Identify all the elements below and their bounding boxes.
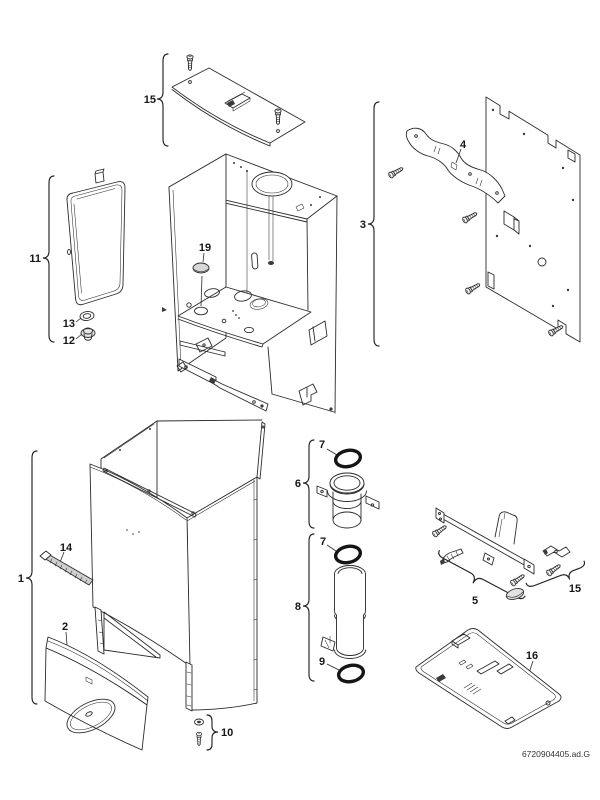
bottom-flap-group: [44, 631, 149, 751]
brand-nameplate: [43, 553, 94, 586]
brace-1: [25, 450, 38, 705]
o-ring-9: [336, 663, 366, 684]
small-mark: [162, 307, 167, 312]
nameplate-group: [39, 550, 94, 586]
case-right-side: [186, 476, 258, 711]
back-panel-group: [367, 96, 581, 347]
callout-3: 3: [360, 219, 366, 231]
inner-door-panel: [66, 181, 126, 306]
grommet-cap-19: [192, 262, 210, 274]
screw-10: [195, 731, 203, 746]
callout-7a: 7: [319, 439, 325, 451]
callout-9: 9: [319, 656, 325, 668]
callout-15-top-panel: 15: [144, 94, 156, 106]
brace-10: [206, 714, 219, 751]
brace-15: [156, 53, 169, 147]
callout-16: 16: [526, 650, 538, 662]
callout-labels: 15 19 3 4 11 13 12 1 14 2 10 7 6 7 8 9 5…: [18, 94, 581, 739]
screw-kit-group: [194, 714, 219, 751]
brace-6: [302, 439, 315, 529]
washer-13: [79, 310, 95, 322]
document-number: 6720904405.ad.G: [522, 749, 590, 759]
callout-2: 2: [62, 621, 68, 633]
rail-strap: [494, 511, 518, 545]
brace-3: [367, 101, 380, 347]
mounting-rail-group: [431, 507, 535, 600]
callout-7b: 7: [320, 536, 326, 548]
fixing-clip: [542, 545, 571, 558]
brace-11: [42, 175, 55, 343]
fixing-clip-group: [505, 545, 586, 600]
o-ring-7b: [333, 544, 363, 565]
callout-1: 1: [18, 573, 24, 585]
bottom-flap: [44, 647, 148, 751]
callout-6: 6: [295, 478, 301, 490]
grommet-12: [80, 328, 96, 338]
bottom-tray-group: [415, 628, 562, 729]
chassis-mid-tray: [177, 286, 312, 345]
callout-4: 4: [460, 139, 467, 151]
grommet-19-group: [192, 252, 210, 307]
callout-11: 11: [29, 253, 41, 265]
callout-15b: 15: [569, 583, 581, 595]
screw-5a: [431, 523, 449, 539]
chassis-left-wall: [168, 153, 227, 372]
top-panel-group: [156, 53, 306, 147]
o-ring-7a: [333, 448, 363, 469]
flue-adaptor-group: [302, 439, 380, 529]
bottom-tray: [415, 628, 562, 729]
case-front-panel: [89, 463, 191, 667]
top-panel: [171, 67, 306, 144]
flue-extension-group: [302, 533, 366, 684]
screw-5b: [509, 572, 527, 588]
chassis-bottom-rail: [178, 358, 269, 412]
rail-end-plate-left: [435, 507, 445, 524]
outer-case-group: [25, 419, 266, 712]
callout-10: 10: [221, 727, 233, 739]
rail-end-plate-right: [523, 558, 535, 575]
callout-14: 14: [60, 542, 73, 554]
callout-13: 13: [63, 318, 75, 330]
cap-15b: [505, 588, 525, 600]
back-panel: [485, 96, 581, 343]
chassis-group: [162, 153, 338, 414]
grommet-hole-19: [194, 306, 208, 316]
flue-opening: [251, 171, 293, 197]
callout-12: 12: [63, 335, 75, 347]
screw-15b: [545, 562, 563, 578]
brace-8: [302, 533, 315, 682]
brace-15b: [525, 560, 586, 587]
inner-door-group: [42, 168, 126, 343]
callout-8: 8: [295, 601, 301, 613]
callout-5: 5: [472, 595, 478, 607]
callout-19: 19: [199, 242, 211, 254]
